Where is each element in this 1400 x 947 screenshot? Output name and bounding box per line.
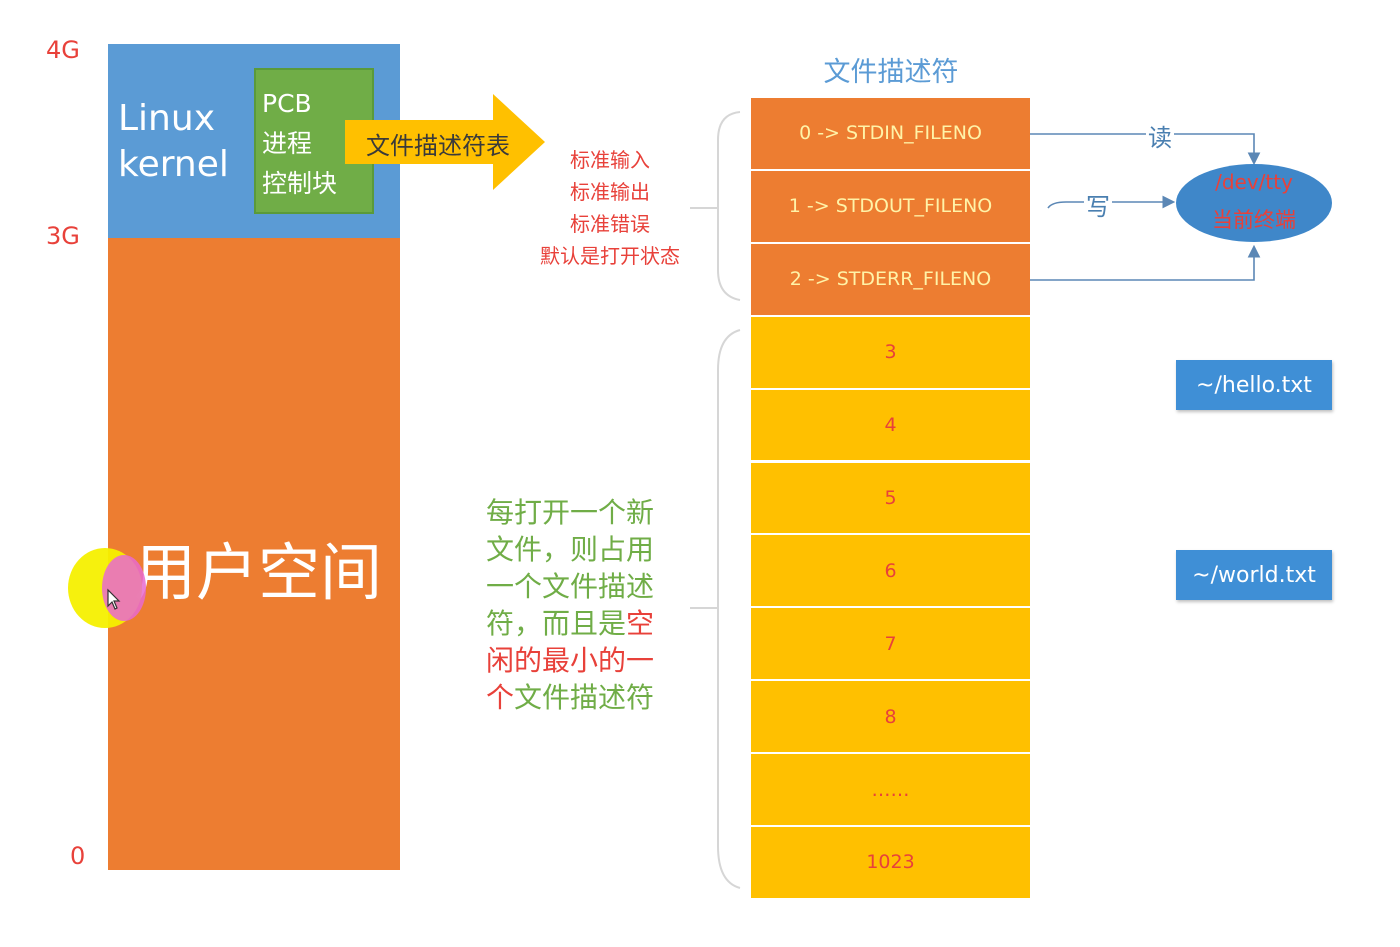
file-hello: ~/hello.txt [1176, 360, 1332, 410]
label-0: 0 [70, 842, 86, 870]
fd-row: 4 [751, 389, 1030, 463]
fd-table-arrow [345, 94, 545, 190]
note-line-5: 闲的最小的一 [486, 644, 655, 677]
fd-table-title: 文件描述符 [823, 57, 959, 88]
kernel-label-line2: kernel [118, 144, 229, 185]
terminal-label: 当前终端 [1212, 208, 1296, 232]
fd-row: …… [751, 754, 1030, 827]
write-label: 写 [1084, 187, 1112, 222]
pcb-label: PCB 进程 控制块 [262, 84, 337, 204]
note-line-6-red: 个 [486, 681, 515, 714]
fd-row: 6 [751, 535, 1030, 609]
note-line-6: 个文件描述符 [486, 679, 676, 716]
std-note-stderr: 标准错误 [570, 212, 650, 236]
file-world: ~/world.txt [1176, 550, 1332, 600]
mouse-cursor-icon [107, 588, 121, 610]
std-note-stdout: 标准输出 [570, 180, 650, 204]
user-space-region [108, 238, 400, 870]
std-notes: 标准输入 标准输出 标准错误 默认是打开状态 [520, 144, 700, 272]
kernel-label: Linux kernel [118, 96, 229, 188]
pcb-label-line1: PCB [262, 89, 312, 118]
fd-row: 7 [751, 608, 1030, 682]
user-space-label: 用户空间 [134, 536, 383, 609]
note-line-4-red: 空 [626, 607, 655, 640]
pcb-label-line3: 控制块 [262, 169, 338, 198]
kernel-label-line1: Linux [118, 98, 215, 139]
label-3g: 3G [46, 222, 80, 250]
read-label: 读 [1146, 118, 1174, 153]
note-line-2: 文件，则占用 [486, 533, 655, 566]
terminal-connectors [1030, 133, 1261, 281]
terminal-ellipse [1176, 164, 1332, 242]
note-line-1: 每打开一个新 [486, 496, 655, 529]
pcb-label-line2: 进程 [262, 129, 313, 158]
fd-row: 8 [751, 681, 1030, 755]
fd-row: 1 -> STDOUT_FILENO [751, 170, 1030, 244]
std-note-stdin: 标准输入 [570, 148, 650, 172]
fd-row: 5 [751, 462, 1030, 536]
label-4g: 4G [46, 36, 80, 64]
note-line-4: 符，而且是空 [486, 605, 676, 642]
terminal-device-path: /dev/tty [1215, 170, 1293, 194]
bracket-lines [690, 111, 741, 889]
fd-row: 2 -> STDERR_FILENO [751, 243, 1030, 317]
fd-row: 1023 [751, 827, 1030, 900]
note-line-3: 一个文件描述 [486, 570, 655, 603]
fd-row: 3 [751, 316, 1030, 390]
note-line-4-green: 符，而且是 [486, 607, 627, 640]
fd-table-arrow-label: 文件描述符表 [366, 132, 510, 160]
fd-row: 0 -> STDIN_FILENO [751, 98, 1030, 171]
std-note-default-open: 默认是打开状态 [540, 244, 680, 268]
cursor-highlight-inner [102, 555, 146, 621]
fd-allocation-note: 每打开一个新 文件，则占用 一个文件描述 符，而且是空 闲的最小的一 个文件描述… [486, 494, 676, 716]
note-line-6-green: 文件描述符 [514, 681, 655, 714]
